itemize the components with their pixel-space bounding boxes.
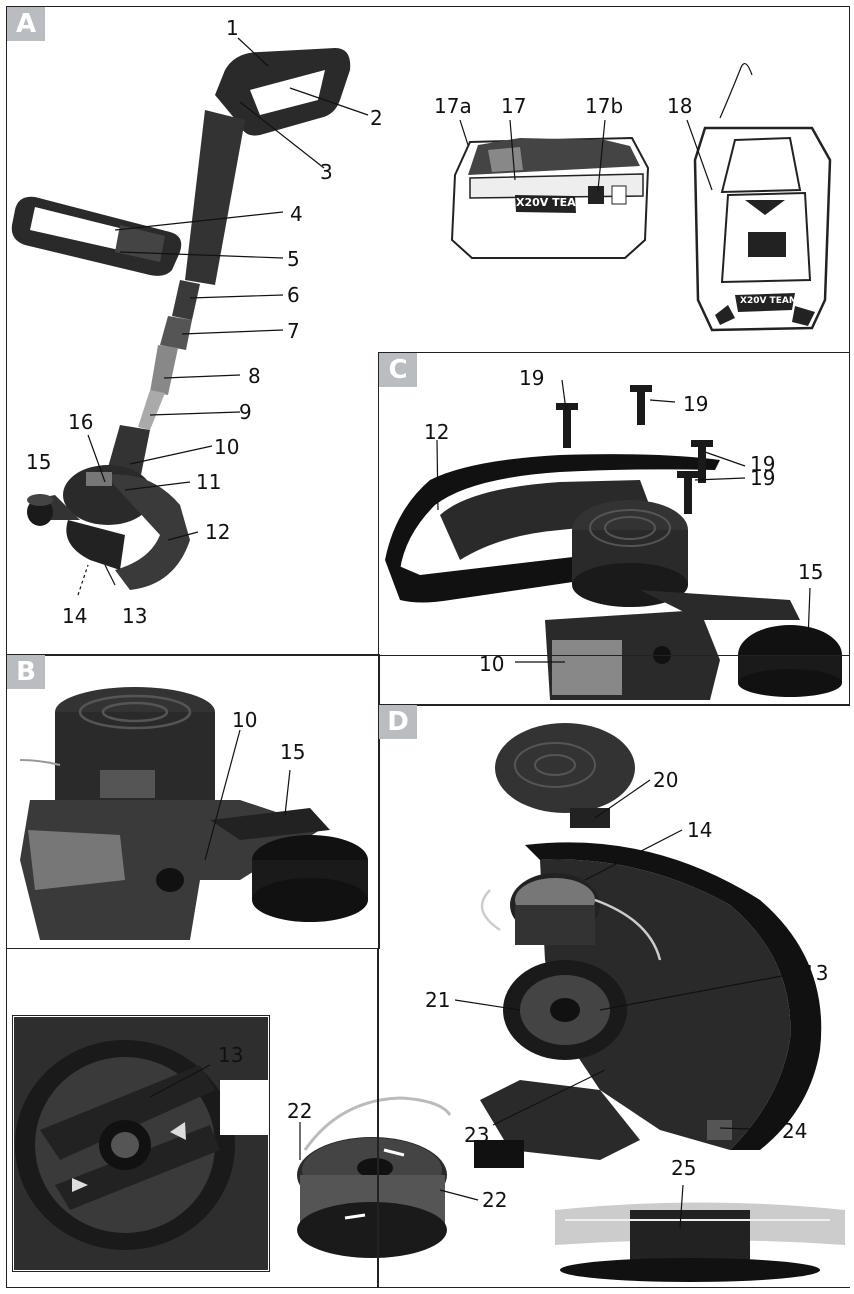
- callout-15-b: 15: [280, 740, 306, 764]
- callout-17b: 17b: [585, 94, 624, 118]
- grass-trimmer-drawing: [11, 48, 351, 590]
- callout-15-a: 15: [26, 450, 52, 474]
- callout-7: 7: [287, 319, 300, 343]
- spool-with-line-drawing: [297, 1096, 452, 1258]
- callout-10-b: 10: [232, 708, 258, 732]
- guard-assembly-drawing: [385, 385, 842, 700]
- callout-9: 9: [239, 400, 252, 424]
- callout-3: 3: [320, 160, 333, 184]
- brand-logo-battery: X20V TEAM: [516, 196, 587, 209]
- callout-5: 5: [287, 247, 300, 271]
- battery-pack-drawing: [450, 136, 650, 259]
- callout-8: 8: [248, 364, 261, 388]
- callout-24: 24: [782, 1119, 808, 1143]
- brand-logo-charger: X20V TEAM: [740, 296, 798, 306]
- spool-detail-drawing: [19, 687, 368, 940]
- callout-21: 21: [425, 988, 451, 1012]
- callout-22-left: 22: [287, 1099, 313, 1123]
- callout-10-c: 10: [479, 652, 505, 676]
- callout-19-c1: 19: [519, 366, 545, 390]
- leader-lines: [77, 37, 811, 1229]
- callout-18: 18: [667, 94, 693, 118]
- spool-holder-closeup-drawing: [14, 1017, 268, 1270]
- callout-19-c3: 19: [750, 452, 776, 476]
- callout-12-c: 12: [424, 420, 450, 444]
- callout-14-d: 14: [687, 818, 713, 842]
- callout-23: 23: [464, 1123, 490, 1147]
- callout-10-a: 10: [214, 435, 240, 459]
- callout-4: 4: [290, 202, 303, 226]
- charger-drawing: [693, 63, 832, 332]
- callout-25: 25: [671, 1156, 697, 1180]
- callout-17: 17: [501, 94, 527, 118]
- spool-line-closeup-drawing: [555, 1195, 845, 1285]
- callout-22-right: 22: [482, 1188, 508, 1212]
- callout-12-a: 12: [205, 520, 231, 544]
- callout-2: 2: [370, 106, 383, 130]
- callout-14-a: 14: [62, 604, 88, 628]
- callout-13-d: 13: [803, 961, 829, 985]
- callout-16: 16: [68, 410, 94, 434]
- callout-19-c2: 19: [683, 392, 709, 416]
- callout-1: 1: [226, 16, 239, 40]
- callout-17a: 17a: [434, 94, 472, 118]
- callout-13-a: 13: [122, 604, 148, 628]
- guard-underside-drawing: [474, 723, 822, 1168]
- callout-15-c: 15: [798, 560, 824, 584]
- callout-6: 6: [287, 283, 300, 307]
- callout-13-e: 13: [218, 1043, 244, 1067]
- callout-20: 20: [653, 768, 679, 792]
- callout-19-c4: 19: [750, 466, 776, 490]
- callout-11: 11: [196, 470, 222, 494]
